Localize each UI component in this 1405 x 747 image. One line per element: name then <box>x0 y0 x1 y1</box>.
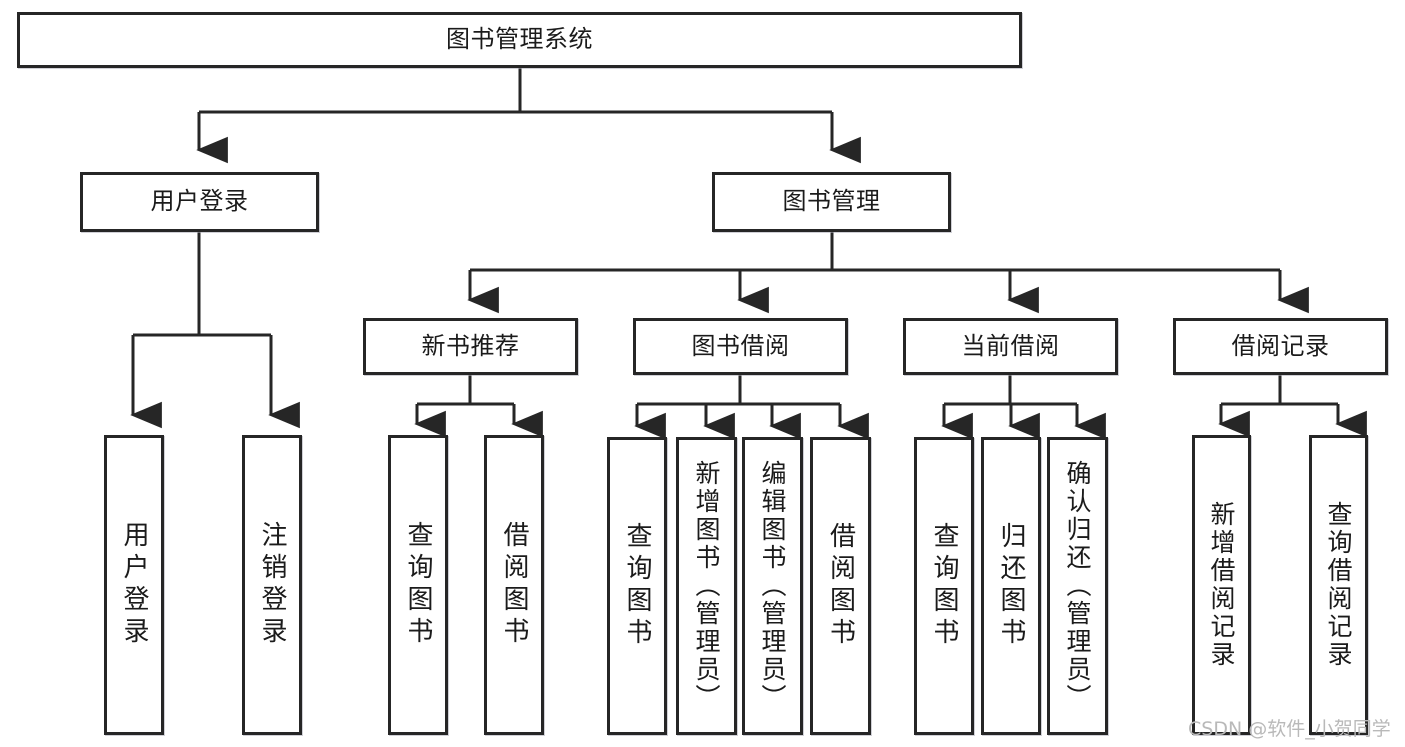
node-label: 查询借阅记录 <box>1324 501 1353 669</box>
node-label: 借阅图书 <box>499 521 529 649</box>
node-label: 当前借阅 <box>961 331 1060 360</box>
node-user-login[interactable]: 用户登录 <box>80 172 319 232</box>
csdn-watermark: CSDN @软件_小贺同学 <box>1188 718 1391 740</box>
leaf-logout[interactable]: 注销登录 <box>242 435 302 735</box>
leaf-confirm-return-admin[interactable]: 确认归还（管理员） <box>1047 437 1108 735</box>
node-label: 借阅记录 <box>1231 331 1330 360</box>
node-root-book-management-system[interactable]: 图书管理系统 <box>17 12 1022 68</box>
leaf-user-login[interactable]: 用户登录 <box>104 435 164 735</box>
leaf-query-book-recommend[interactable]: 查询图书 <box>388 435 448 735</box>
node-label: 注销登录 <box>257 521 287 649</box>
node-label: 归还图书 <box>996 522 1026 650</box>
node-label: 新增借阅记录 <box>1207 501 1236 669</box>
node-label: 借阅图书 <box>825 522 856 650</box>
node-label: 新书推荐 <box>421 331 520 360</box>
node-new-book-recommend[interactable]: 新书推荐 <box>363 318 578 375</box>
leaf-add-book-admin[interactable]: 新增图书（管理员） <box>676 437 737 735</box>
leaf-borrow-book[interactable]: 借阅图书 <box>810 437 871 735</box>
node-label: 图书借阅 <box>691 331 790 360</box>
leaf-query-borrow-record[interactable]: 查询借阅记录 <box>1309 435 1368 735</box>
node-borrow-record[interactable]: 借阅记录 <box>1173 318 1388 375</box>
leaf-query-book-borrow[interactable]: 查询图书 <box>607 437 667 735</box>
node-label: 查询图书 <box>622 522 652 650</box>
node-label: 编辑图书（管理员） <box>758 460 787 712</box>
leaf-borrow-book-recommend[interactable]: 借阅图书 <box>484 435 544 735</box>
node-label: 图书管理 <box>782 187 881 216</box>
node-current-borrow[interactable]: 当前借阅 <box>903 318 1118 375</box>
node-book-management[interactable]: 图书管理 <box>712 172 951 232</box>
node-label: 用户登录 <box>150 187 249 216</box>
leaf-query-book-current[interactable]: 查询图书 <box>914 437 974 735</box>
leaf-return-book[interactable]: 归还图书 <box>981 437 1041 735</box>
node-label: 查询图书 <box>403 521 433 649</box>
node-label: 用户登录 <box>119 521 149 649</box>
leaf-edit-book-admin[interactable]: 编辑图书（管理员） <box>742 437 803 735</box>
node-label: 查询图书 <box>929 522 959 650</box>
node-label: 新增图书（管理员） <box>692 460 721 712</box>
node-book-borrow[interactable]: 图书借阅 <box>633 318 848 375</box>
node-label: 确认归还（管理员） <box>1063 460 1092 712</box>
leaf-add-borrow-record[interactable]: 新增借阅记录 <box>1192 435 1251 735</box>
node-label: 图书管理系统 <box>446 25 593 54</box>
